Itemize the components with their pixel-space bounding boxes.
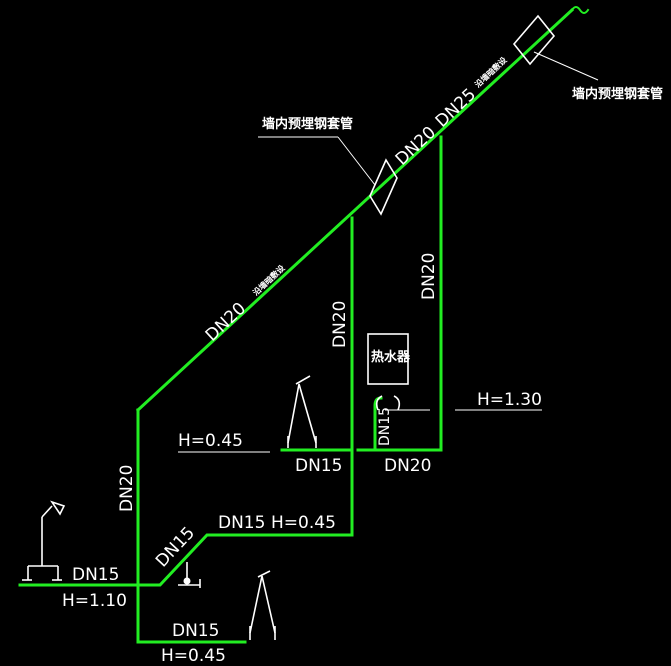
label-h045-branch: H=0.45 (271, 513, 336, 533)
label-dn20-heater-branch: DN20 (384, 456, 431, 476)
label-dn20-vertical-mid: DN20 (330, 301, 350, 348)
label-sleeve-top: 墙内预埋钢套管 (572, 86, 663, 102)
label-h045-bottom: H=0.45 (161, 646, 226, 666)
label-sleeve-mid: 墙内预埋钢套管 (262, 116, 353, 132)
steel-sleeve-top (512, 14, 599, 81)
steel-sleeve-mid (258, 136, 398, 216)
label-dn20-diagonal: DN20 (202, 299, 250, 346)
heater-connectors-icon (375, 395, 401, 411)
water-heater-box (367, 333, 409, 385)
label-wall-note-mid: 沿墙暗敷设 (251, 263, 287, 298)
label-h130: H=1.30 (477, 390, 542, 410)
main-riser-diagonal (135, 7, 575, 413)
label-dn15-branch: DN15 (218, 513, 265, 533)
label-dn15-shower: DN15 (72, 565, 119, 585)
label-dn15-diagonal-small: DN15 (152, 523, 199, 571)
valve-fixture-icon (178, 562, 201, 588)
water-heater-label: 热水器 (371, 349, 411, 365)
label-dn15-basin: DN15 (295, 456, 342, 476)
label-dn15-heater: DN15 (377, 407, 393, 446)
lower-branch-pipe (136, 216, 354, 587)
label-h045-mid: H=0.45 (178, 431, 243, 451)
left-vertical-pipe (136, 408, 247, 644)
shower-fixture-icon (22, 500, 66, 581)
basin-tap-upper-icon (287, 375, 317, 448)
label-dn20-vertical-right: DN20 (419, 253, 439, 300)
label-dn15-bottom: DN15 (172, 621, 219, 641)
label-dn25-riser: DN25 (432, 85, 480, 132)
right-vertical-pipe (356, 135, 443, 452)
label-h110: H=1.10 (62, 591, 127, 611)
label-dn20-vertical-left: DN20 (117, 465, 137, 512)
basin-tap-lower-icon (249, 570, 276, 640)
label-dn20-riser-top: DN20 (392, 123, 440, 170)
riser-top-squiggle (570, 6, 590, 14)
